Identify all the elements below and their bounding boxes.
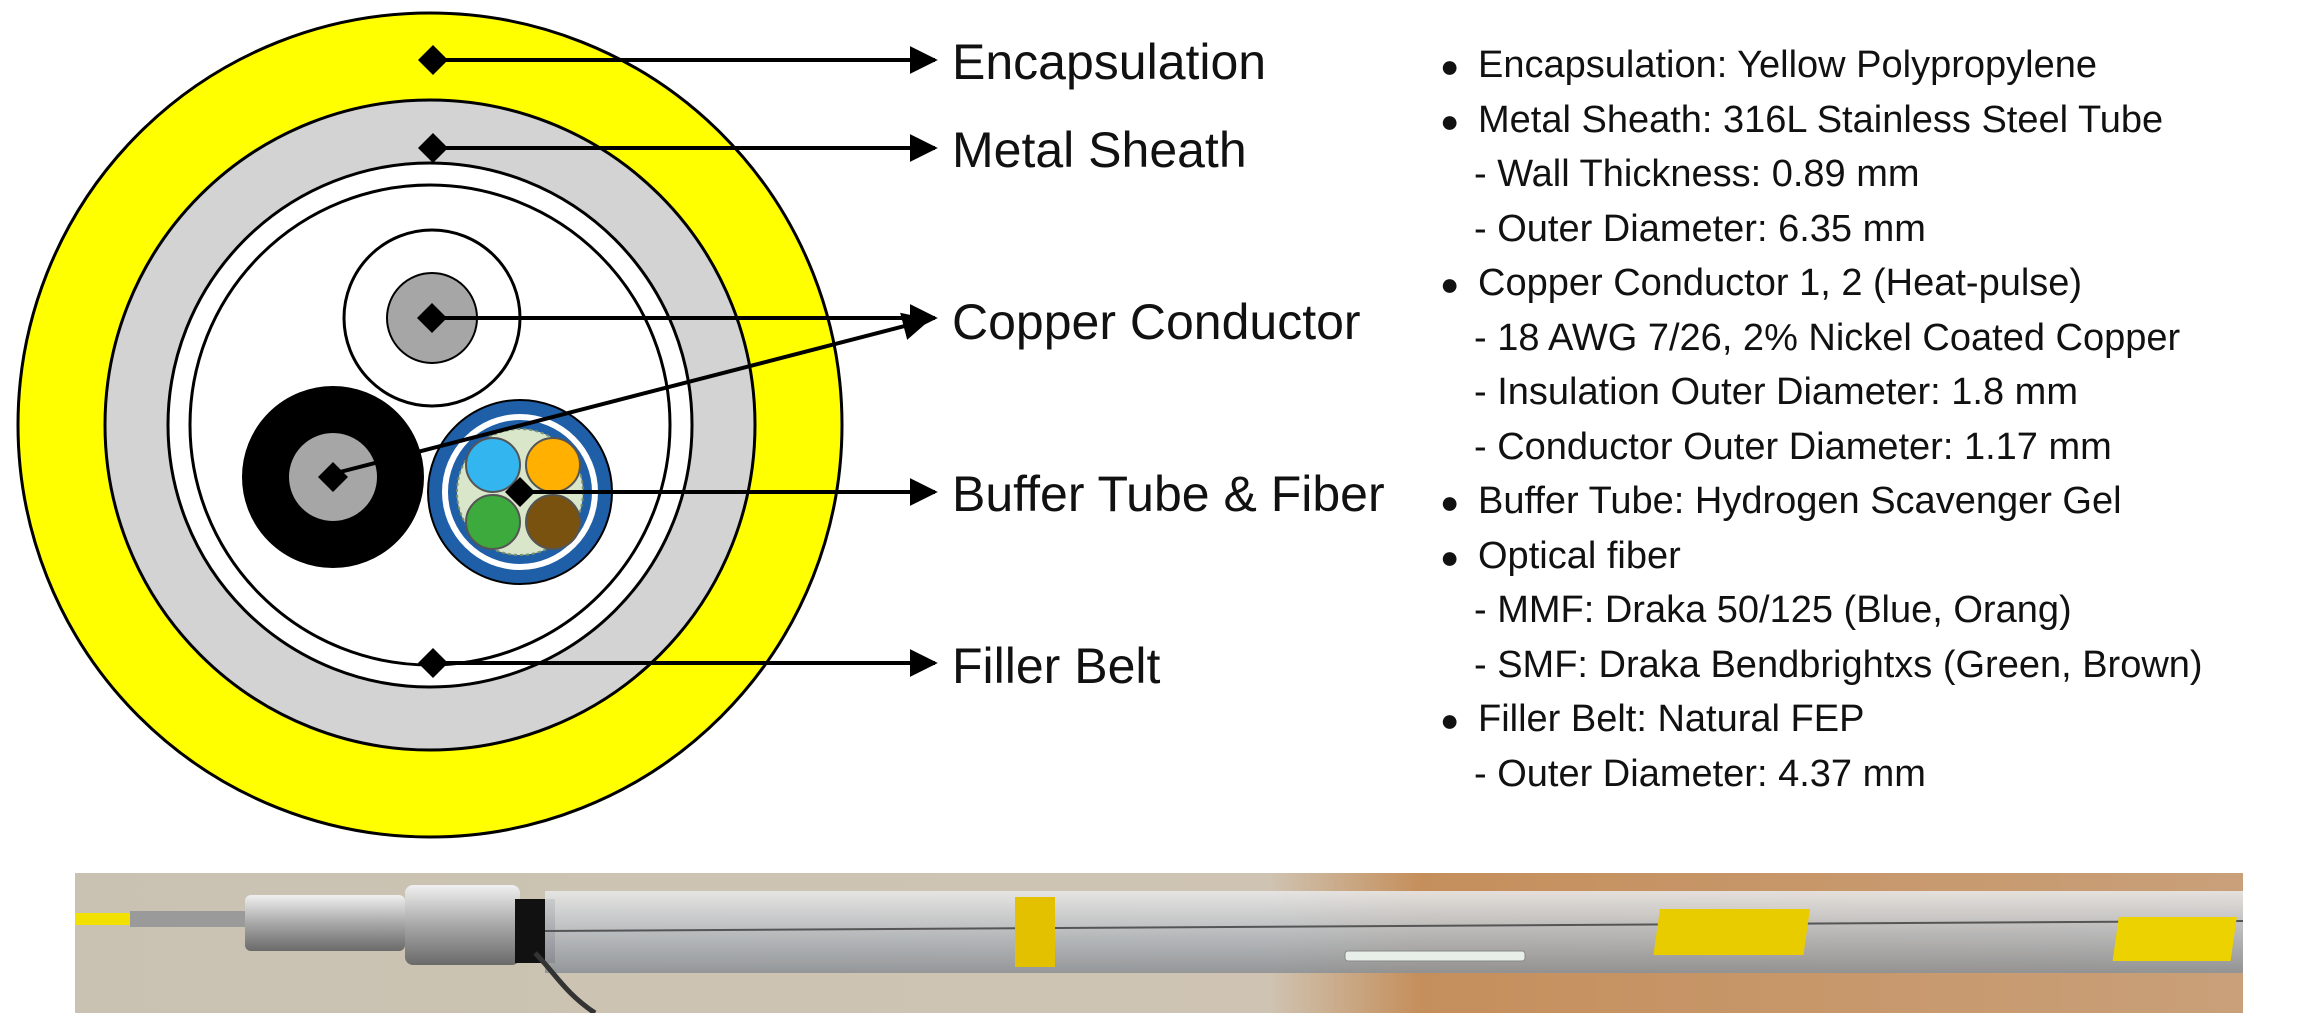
callout-encapsulation: Encapsulation bbox=[952, 34, 1267, 90]
callout-copper-conductor: Copper Conductor bbox=[952, 294, 1361, 350]
cable-cross-section-diagram bbox=[16, 11, 938, 839]
fiber-green bbox=[465, 494, 521, 550]
diamond-icon bbox=[318, 462, 348, 492]
spec-line: Optical fiber bbox=[1440, 529, 2300, 584]
spec-line: - Insulation Outer Diameter: 1.8 mm bbox=[1474, 371, 2078, 413]
diamond-icon bbox=[417, 303, 447, 333]
fiber-blue bbox=[465, 437, 521, 493]
callout-buffer-tube-fiber: Buffer Tube & Fiber bbox=[952, 466, 1385, 522]
spec-line: - SMF: Draka Bendbrightxs (Green, Brown) bbox=[1474, 643, 2203, 686]
specification-list: Encapsulation: Yellow Polypropylene Meta… bbox=[1440, 38, 2300, 801]
cable-photo-illustration bbox=[75, 873, 2243, 1013]
spec-line: - Wall Thickness: 0.89 mm bbox=[1474, 153, 1920, 195]
spec-line: Encapsulation: Yellow Polypropylene bbox=[1440, 38, 2300, 93]
diamond-icon bbox=[418, 45, 448, 75]
diamond-icon bbox=[418, 648, 448, 678]
callout-filler-belt: Filler Belt bbox=[952, 638, 1161, 694]
diamond-icon bbox=[418, 133, 448, 163]
spec-line: Copper Conductor 1, 2 (Heat-pulse) bbox=[1440, 256, 2300, 311]
callout-metal-sheath: Metal Sheath bbox=[952, 122, 1247, 178]
spec-line: - Outer Diameter: 4.37 mm bbox=[1474, 752, 1926, 795]
cable-assembly-photo bbox=[75, 873, 2243, 1013]
spec-line: - MMF: Draka 50/125 (Blue, Orang) bbox=[1474, 589, 2072, 631]
copper-conductor-leader-2 bbox=[339, 312, 931, 474]
spec-line: - Outer Diameter: 6.35 mm bbox=[1474, 207, 1926, 250]
fiber-brown bbox=[525, 494, 581, 550]
diamond-icon bbox=[505, 477, 535, 507]
spec-line: Filler Belt: Natural FEP bbox=[1440, 692, 2300, 747]
spec-line: Buffer Tube: Hydrogen Scavenger Gel bbox=[1440, 474, 2300, 529]
spec-line: Metal Sheath: 316L Stainless Steel Tube bbox=[1440, 93, 2300, 148]
fiber-orange bbox=[525, 437, 581, 493]
spec-line: - Conductor Outer Diameter: 1.17 mm bbox=[1474, 425, 2112, 468]
spec-line: - 18 AWG 7/26, 2% Nickel Coated Copper bbox=[1474, 316, 2181, 359]
